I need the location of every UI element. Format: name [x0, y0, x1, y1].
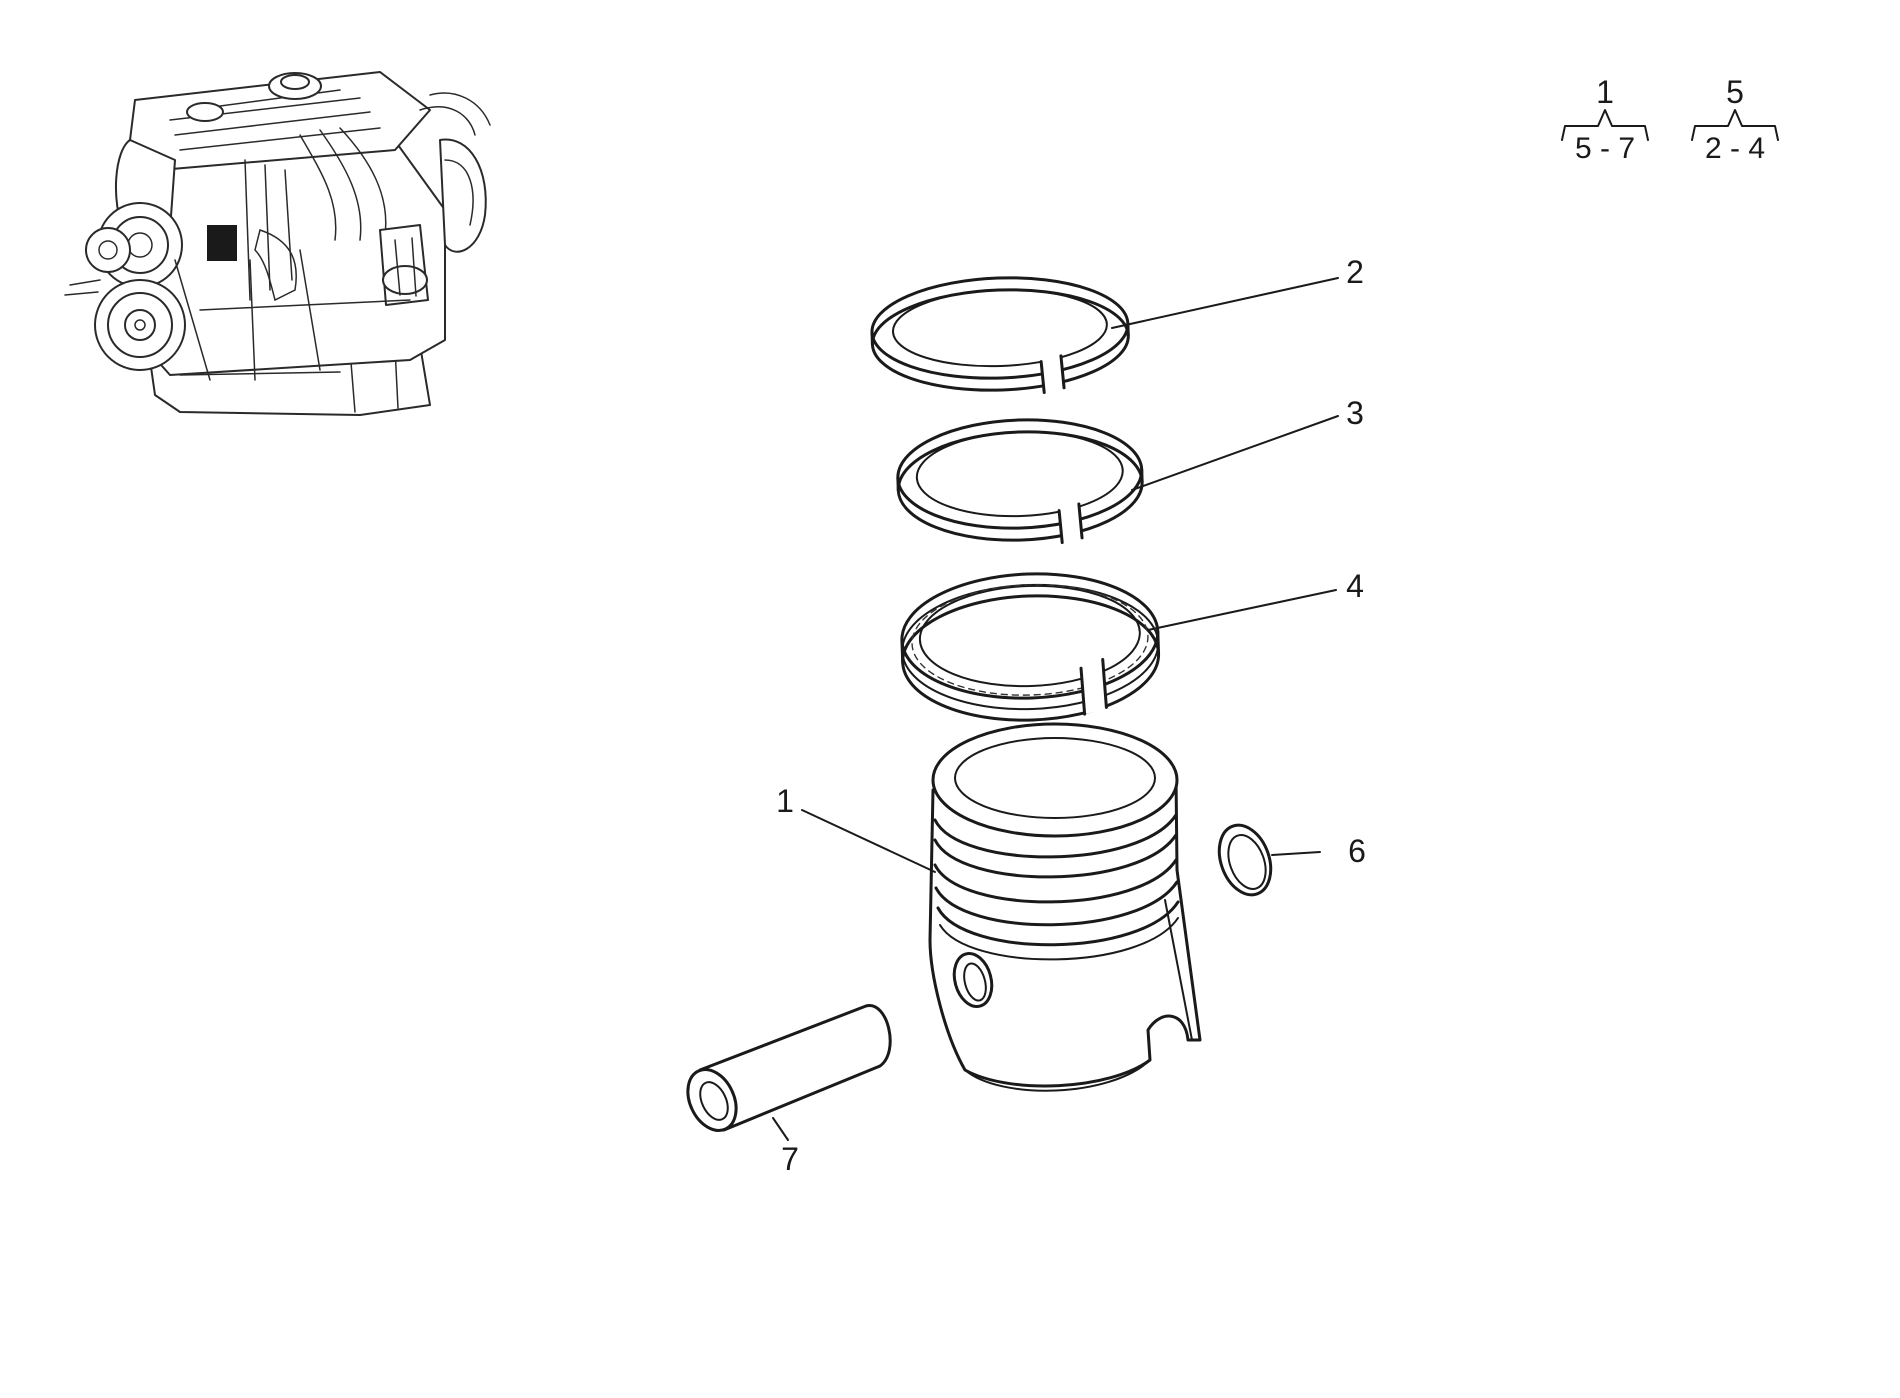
- callout-6: 6: [1348, 833, 1366, 869]
- engine-locator-illustration: [64, 71, 491, 416]
- piston-1: [928, 722, 1202, 1092]
- callout-labels: 2 3 4 1 6 7: [776, 254, 1366, 1177]
- leader-1: [801, 809, 936, 873]
- callout-7: 7: [781, 1141, 799, 1177]
- callout-4: 4: [1346, 568, 1364, 604]
- leader-3: [1131, 415, 1339, 491]
- callout-2: 2: [1346, 254, 1364, 290]
- group-range-label: 5 - 7: [1575, 132, 1635, 165]
- leader-2: [1111, 277, 1339, 329]
- callout-1: 1: [776, 783, 794, 819]
- leader-7: [772, 1117, 789, 1141]
- piston-pin-7: [686, 1004, 892, 1132]
- oil-control-ring-4: [900, 572, 1161, 722]
- assembly-group-5: 5 2 - 4: [1691, 74, 1779, 165]
- circlip-6: [1217, 823, 1273, 897]
- group-parent-label: 1: [1596, 74, 1614, 110]
- group-parent-label: 5: [1726, 74, 1744, 110]
- assembly-group-1: 1 5 - 7: [1561, 74, 1649, 165]
- piston-ring-2: [870, 276, 1130, 394]
- callout-3: 3: [1346, 395, 1364, 431]
- leader-6: [1271, 851, 1321, 856]
- piston-ring-3: [896, 418, 1144, 545]
- leader-lines: [772, 277, 1339, 1141]
- location-highlight: [207, 225, 237, 261]
- group-range-label: 2 - 4: [1705, 132, 1765, 165]
- leader-4: [1147, 589, 1337, 631]
